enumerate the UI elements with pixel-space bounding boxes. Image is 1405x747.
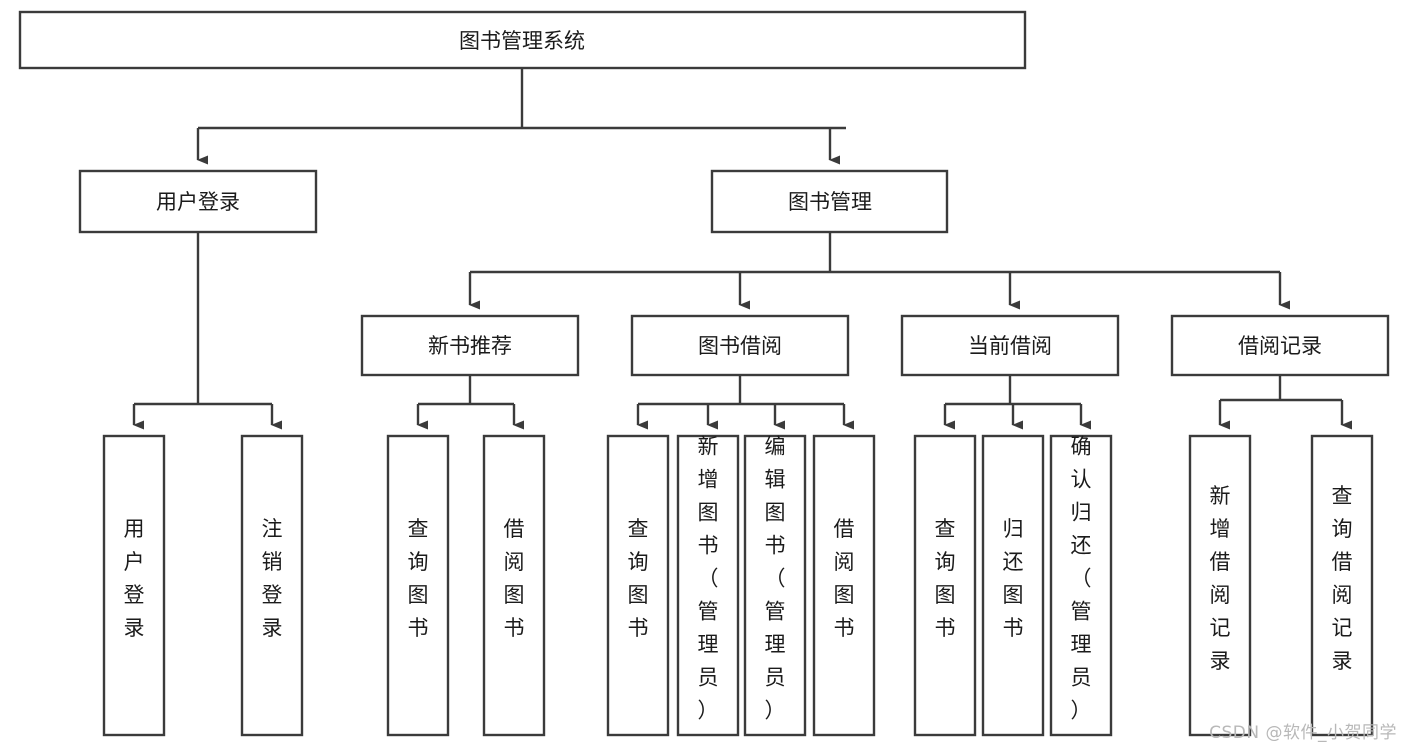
node-leaf-confirm-return-label: 确认归还（管理员） xyxy=(1071,435,1092,723)
node-leaf-add-book[interactable]: 新增图书（管理员） xyxy=(676,434,740,737)
node-leaf-edit-book[interactable]: 编辑图书（管理员） xyxy=(743,434,807,737)
node-leaf-confirm-return-box xyxy=(1049,434,1113,737)
node-leaf-borrow-book-1-box xyxy=(482,434,546,737)
node-leaf-borrow-book-2[interactable]: 借阅图书 xyxy=(812,434,876,737)
node-leaf-query-book-1-label: 查询图书 xyxy=(408,517,429,640)
node-book-borrow-box xyxy=(630,314,850,377)
node-user-login-label: 用户登录 xyxy=(156,190,240,214)
connector-recommend-to-leaves xyxy=(416,375,524,430)
node-leaf-logout-box xyxy=(240,434,304,737)
node-leaf-return-book[interactable]: 归还图书 xyxy=(981,434,1045,737)
node-leaf-add-borrow-record-box xyxy=(1188,434,1252,737)
node-leaf-query-book-1-box xyxy=(386,434,450,737)
node-leaf-add-borrow-record-label: 新增借阅记录 xyxy=(1210,484,1231,673)
connector-current-to-leaves xyxy=(943,375,1091,430)
node-leaf-query-borrow-record[interactable]: 查询借阅记录 xyxy=(1310,434,1374,737)
node-root-label: 图书管理系统 xyxy=(459,29,585,53)
node-leaf-query-borrow-record-box xyxy=(1310,434,1374,737)
node-leaf-edit-book-label: 编辑图书（管理员） xyxy=(765,435,786,723)
node-leaf-borrow-book-2-label: 借阅图书 xyxy=(834,517,855,640)
connector-root-to-level2 xyxy=(196,68,846,165)
node-user-login-box xyxy=(78,169,318,234)
connector-user-login-to-leaves xyxy=(132,232,282,430)
node-leaf-query-book-2-box xyxy=(606,434,670,737)
node-new-book-recommend-label: 新书推荐 xyxy=(428,334,512,358)
leaf-node-layer: 用户登录 注销登录 查询图书 借阅图书 查询图书 新增图书（管理员） 编辑图书（管理员） 借阅… xyxy=(102,434,1374,737)
node-current-borrow[interactable]: 当前借阅 xyxy=(900,314,1120,377)
node-leaf-user-login-label: 用户登录 xyxy=(124,517,145,640)
node-leaf-borrow-book-1-label: 借阅图书 xyxy=(504,517,525,640)
csdn-watermark: CSDN @软件_小贺同学 xyxy=(1209,723,1397,743)
node-leaf-add-book-label: 新增图书（管理员） xyxy=(698,435,719,723)
node-borrow-record[interactable]: 借阅记录 xyxy=(1170,314,1390,377)
connector-book-manage-to-level3 xyxy=(468,232,1290,310)
node-root-box xyxy=(18,10,1027,70)
node-current-borrow-label: 当前借阅 xyxy=(968,334,1052,358)
node-leaf-add-book-box xyxy=(676,434,740,737)
node-book-manage[interactable]: 图书管理 xyxy=(710,169,949,234)
node-leaf-return-book-label: 归还图书 xyxy=(1003,517,1024,640)
node-leaf-user-login[interactable]: 用户登录 xyxy=(102,434,166,737)
node-book-manage-box xyxy=(710,169,949,234)
node-leaf-query-book-1[interactable]: 查询图书 xyxy=(386,434,450,737)
node-leaf-query-book-3[interactable]: 查询图书 xyxy=(913,434,977,737)
node-book-manage-label: 图书管理 xyxy=(788,190,872,214)
node-leaf-query-book-2[interactable]: 查询图书 xyxy=(606,434,670,737)
node-leaf-return-book-box xyxy=(981,434,1045,737)
node-root[interactable]: 图书管理系统 xyxy=(18,10,1027,70)
connector-record-to-leaves xyxy=(1218,375,1352,430)
node-new-book-recommend-box xyxy=(360,314,580,377)
connector-borrow-to-leaves xyxy=(636,375,854,430)
node-leaf-borrow-book-2-box xyxy=(812,434,876,737)
node-current-borrow-box xyxy=(900,314,1120,377)
node-book-borrow-label: 图书借阅 xyxy=(698,334,782,358)
node-book-borrow[interactable]: 图书借阅 xyxy=(630,314,850,377)
node-user-login[interactable]: 用户登录 xyxy=(78,169,318,234)
node-new-book-recommend[interactable]: 新书推荐 xyxy=(360,314,580,377)
node-leaf-query-borrow-record-label: 查询借阅记录 xyxy=(1332,484,1353,673)
node-leaf-query-book-3-box xyxy=(913,434,977,737)
node-leaf-logout-label: 注销登录 xyxy=(262,517,283,640)
node-borrow-record-box xyxy=(1170,314,1390,377)
node-leaf-add-borrow-record[interactable]: 新增借阅记录 xyxy=(1188,434,1252,737)
node-leaf-logout[interactable]: 注销登录 xyxy=(240,434,304,737)
node-leaf-query-book-2-label: 查询图书 xyxy=(628,517,649,640)
node-leaf-query-book-3-label: 查询图书 xyxy=(935,517,956,640)
node-leaf-confirm-return[interactable]: 确认归还（管理员） xyxy=(1049,434,1113,737)
node-borrow-record-label: 借阅记录 xyxy=(1238,334,1322,358)
node-leaf-borrow-book-1[interactable]: 借阅图书 xyxy=(482,434,546,737)
node-leaf-user-login-box xyxy=(102,434,166,737)
node-leaf-edit-book-box xyxy=(743,434,807,737)
